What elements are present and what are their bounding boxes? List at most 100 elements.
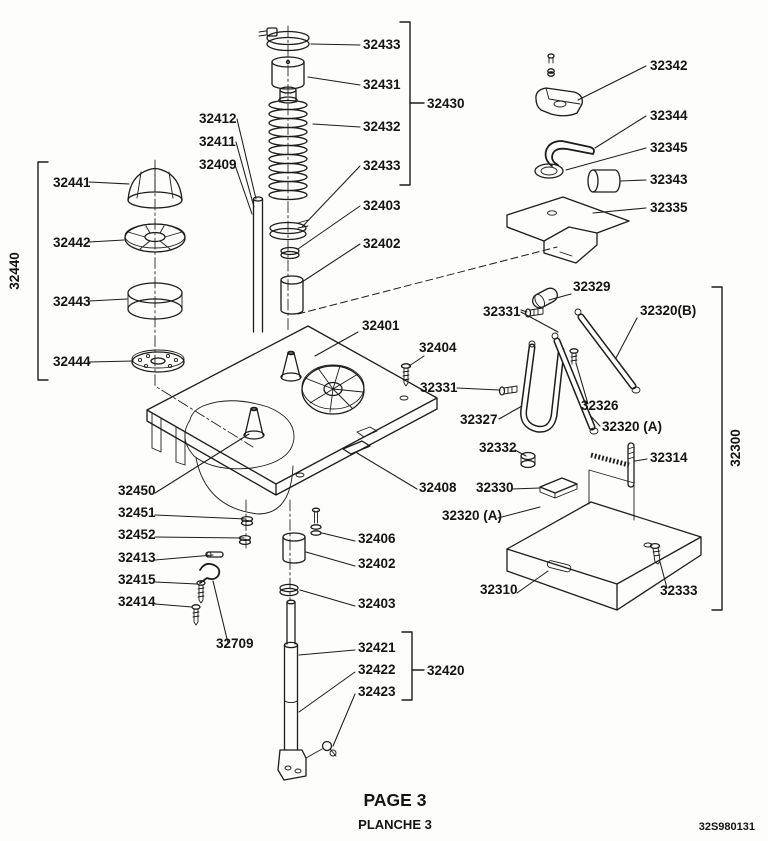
group-label-32420: 32420: [427, 663, 465, 678]
spring-rings-32443: [127, 282, 183, 320]
part-label-32320A-a: 32320 (A): [602, 419, 662, 434]
screw-32333: [649, 542, 661, 565]
bracket-32310: [506, 469, 702, 611]
part-label-32709: 32709: [216, 636, 254, 651]
screw-32331-lower: [498, 385, 518, 396]
part-labels: 32433 32431 32432 32412 32411 32409 3243…: [53, 37, 698, 699]
screw-32404: [400, 363, 412, 387]
part-label-32415: 32415: [118, 572, 156, 587]
part-label-32413: 32413: [118, 550, 156, 565]
bellows-32432: [268, 96, 308, 201]
screw-32326: [569, 348, 579, 365]
clamp-32342: [535, 87, 583, 117]
part-label-32401: 32401: [362, 318, 400, 333]
plate-32335: [506, 196, 630, 264]
washer-32452: [238, 534, 252, 546]
group-label-32300: 32300: [728, 429, 743, 467]
cap-32431: [271, 56, 305, 103]
agitator-cap-32441: [127, 167, 183, 209]
spacer-32402-lower: [282, 532, 306, 564]
leader-lines: [88, 43, 668, 747]
part-label-32335: 32335: [650, 200, 688, 215]
part-label-32403-a: 32403: [363, 198, 401, 213]
hose-clamp-lower: [269, 219, 309, 241]
washer-32451: [240, 515, 254, 527]
part-label-32331-b: 32331: [420, 380, 458, 395]
page-title: PAGE 3: [364, 790, 427, 810]
part-label-32333: 32333: [660, 583, 698, 598]
hose-clamp-upper: [258, 27, 310, 52]
part-label-32412: 32412: [199, 111, 237, 126]
shaft-rod-32409: [252, 196, 264, 333]
turbine-wheel-32442: [124, 223, 186, 253]
rack-strip: [590, 452, 630, 468]
part-label-32403-b: 32403: [358, 596, 396, 611]
rod-32320A: [551, 332, 599, 435]
part-label-32320B: 32320(B): [640, 303, 696, 318]
wire-handle-32344: [544, 140, 595, 167]
group-brackets: [37, 21, 723, 701]
pin-32314: [627, 442, 635, 488]
screw-32415: [196, 580, 206, 604]
part-label-32414: 32414: [118, 594, 156, 609]
rod-32320B: [574, 308, 641, 394]
part-label-32402-a: 32402: [363, 236, 401, 251]
strap-32327: [520, 340, 565, 433]
part-label-32408: 32408: [419, 480, 457, 495]
spacer-32402-upper: [280, 275, 304, 315]
screw-32331-upper: [524, 307, 544, 318]
grommet-32332: [520, 451, 536, 469]
part-label-32442: 32442: [53, 235, 91, 250]
screws-above-32342: [547, 53, 555, 77]
screw-washers-32406: [310, 507, 322, 536]
ring-32403-upper: [280, 246, 300, 260]
part-label-32422: 32422: [358, 662, 396, 677]
doc-code: 32S980131: [699, 821, 755, 833]
mount-disc-32444: [131, 349, 185, 373]
part-label-32343: 32343: [650, 172, 688, 187]
part-label-32450: 32450: [118, 483, 156, 498]
screw-32414: [191, 604, 201, 626]
part-label-32330: 32330: [476, 480, 514, 495]
part-label-32443: 32443: [53, 294, 91, 309]
group-label-32440: 32440: [7, 252, 22, 290]
part-label-32320A-b: 32320 (A): [442, 508, 502, 523]
part-label-32423: 32423: [358, 684, 396, 699]
part-label-32431: 32431: [363, 77, 401, 92]
shaft-assembly-32420: [277, 599, 337, 781]
part-label-32441: 32441: [53, 175, 91, 190]
part-label-32421: 32421: [358, 640, 396, 655]
plate-32330: [539, 477, 578, 499]
part-label-32411: 32411: [199, 134, 236, 149]
part-label-32409: 32409: [199, 157, 237, 172]
part-label-32327: 32327: [460, 412, 498, 427]
footer: PAGE 3 PLANCHE 3 32S980131: [358, 790, 755, 833]
group-labels: 32430 32440 32420 32300: [7, 96, 743, 678]
part-label-32314: 32314: [650, 450, 688, 465]
part-label-32310: 32310: [480, 582, 518, 597]
part-label-32406: 32406: [358, 531, 396, 546]
part-label-32432: 32432: [363, 119, 401, 134]
part-label-32345: 32345: [650, 140, 688, 155]
part-label-32402-b: 32402: [358, 556, 396, 571]
part-label-32433-b: 32433: [363, 158, 401, 173]
part-label-32331-a: 32331: [483, 304, 521, 319]
part-label-32451: 32451: [118, 505, 156, 520]
part-label-32332: 32332: [479, 440, 517, 455]
base-pan-32401: [146, 325, 438, 515]
ring-32345: [534, 163, 564, 179]
part-label-32433-a: 32433: [363, 37, 401, 52]
page-subtitle: PLANCHE 3: [358, 817, 432, 832]
ring-32403-lower: [279, 583, 299, 597]
wire-clip-32709: [199, 562, 221, 584]
part-label-32444: 32444: [53, 354, 91, 369]
pin-32413: [205, 551, 224, 558]
cylinder-32343: [587, 169, 621, 193]
part-label-32452: 32452: [118, 527, 156, 542]
part-label-32326: 32326: [581, 398, 619, 413]
part-label-32342: 32342: [650, 58, 688, 73]
part-label-32404: 32404: [419, 340, 457, 355]
roller-32329: [532, 287, 558, 309]
